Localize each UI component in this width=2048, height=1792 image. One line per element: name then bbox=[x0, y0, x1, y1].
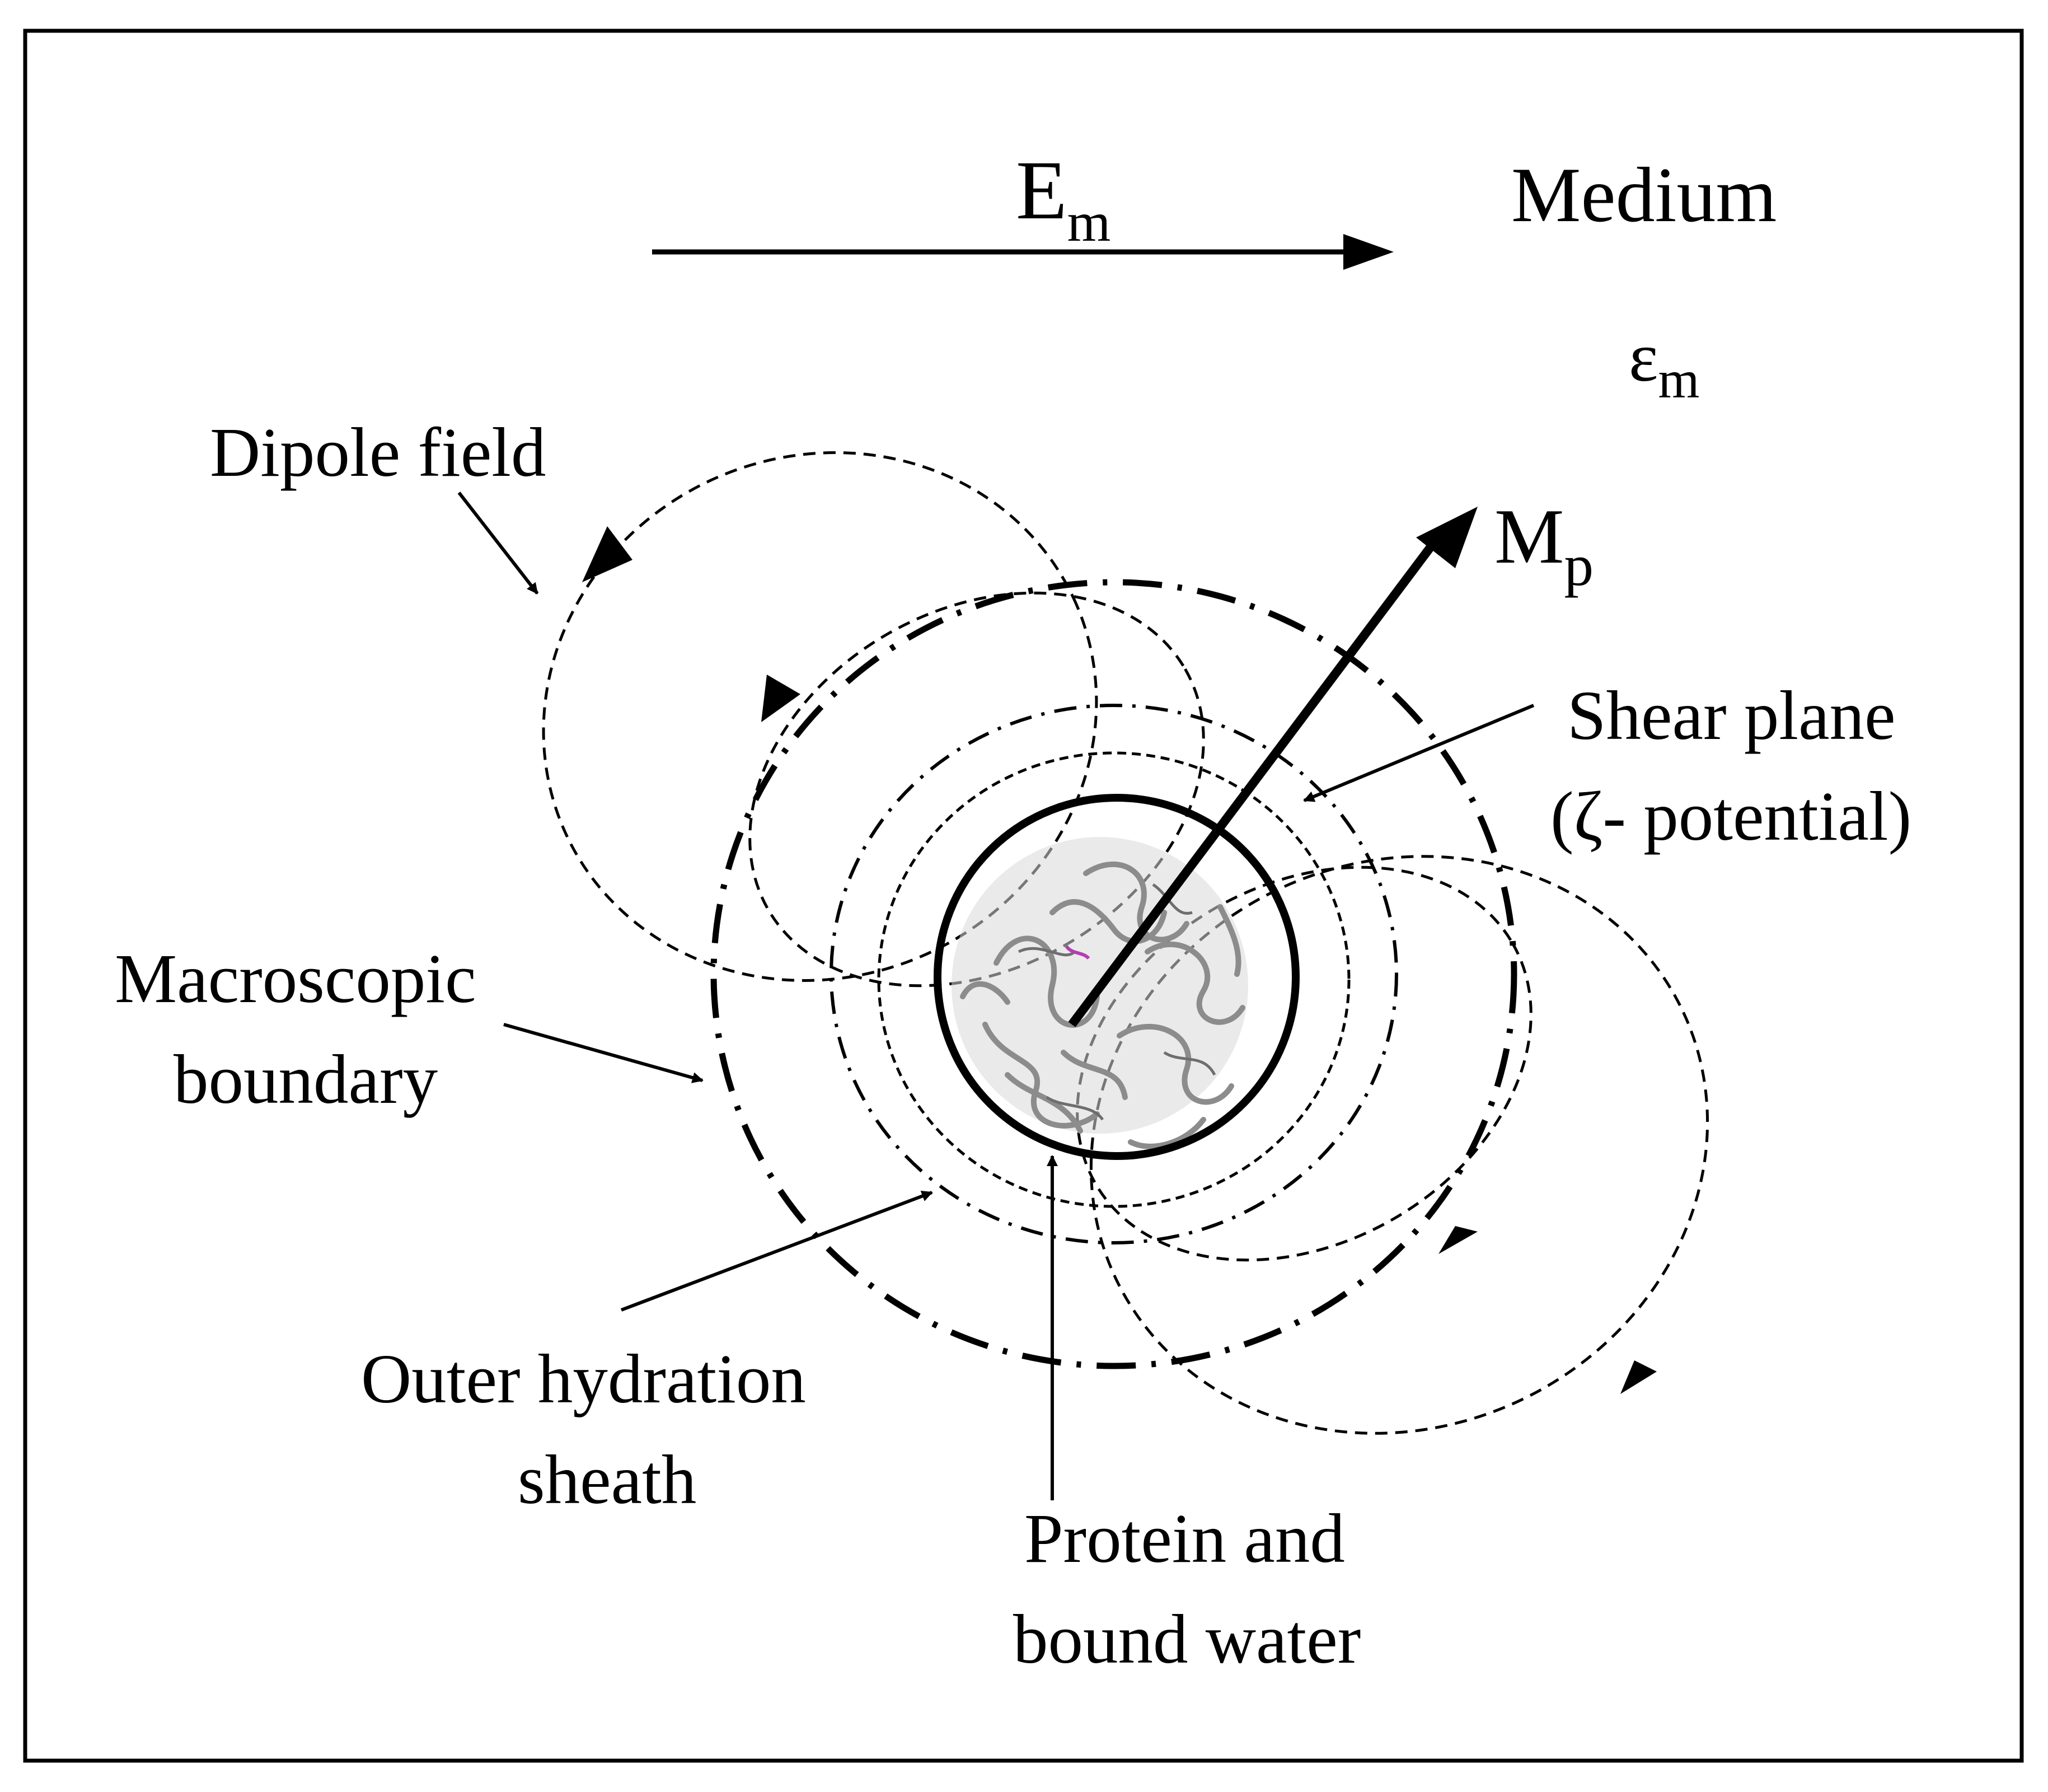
macroscopic-boundary bbox=[710, 579, 1517, 1369]
labels: Em Medium εm Dipole field Mp Shear plane… bbox=[115, 144, 1911, 1678]
protein-label-line1: Protein and bbox=[1024, 1500, 1345, 1578]
dipole-moment-subscript: p bbox=[1564, 532, 1594, 598]
protein-bound-water-boundary bbox=[934, 794, 1300, 1160]
dipole-moment-symbol: M bbox=[1494, 493, 1564, 580]
label-pointers bbox=[457, 492, 1535, 1500]
dipole-loop-lower-large bbox=[1089, 855, 1709, 1435]
dipole-moment-arrow bbox=[1068, 526, 1448, 1027]
protein-strands-dark bbox=[1018, 883, 1216, 1121]
protein-strands bbox=[960, 861, 1245, 1149]
ligand bbox=[1065, 945, 1090, 960]
dipole-loop-arrowheads bbox=[582, 526, 1657, 1394]
dipole-moment-label: Mp bbox=[1494, 493, 1594, 598]
medium-label: Medium bbox=[1511, 152, 1777, 238]
macroscopic-label-line2: boundary bbox=[174, 1041, 438, 1119]
outer-hydration-label-line1: Outer hydration bbox=[361, 1341, 806, 1418]
dipole-field-pointer bbox=[457, 492, 539, 595]
macroscopic-label-line1: Macroscopic bbox=[115, 941, 476, 1018]
dipole-arrowhead-upper-large bbox=[582, 526, 632, 582]
shear-plane-label-line2: (ζ- potential) bbox=[1550, 778, 1911, 855]
outer-hydration-pointer bbox=[620, 1191, 933, 1312]
permittivity-symbol: ε bbox=[1629, 319, 1658, 396]
outer-hydration-label-line2: sheath bbox=[518, 1442, 696, 1519]
dipole-field-label: Dipole field bbox=[210, 414, 546, 492]
applied-field-symbol: E bbox=[1016, 144, 1067, 237]
figure-frame bbox=[23, 29, 2024, 1763]
dipole-moment-arrowhead bbox=[1416, 507, 1478, 568]
dipole-arrowhead-lower-large bbox=[1620, 1360, 1657, 1394]
applied-field-subscript: m bbox=[1067, 191, 1111, 253]
dipole-loop-upper-large bbox=[542, 451, 1098, 982]
outer-hydration-sheath bbox=[829, 704, 1398, 1244]
shear-plane-label-line1: Shear plane bbox=[1567, 677, 1896, 755]
applied-field-arrowhead bbox=[1343, 234, 1394, 270]
shear-plane-pointer bbox=[1303, 704, 1535, 802]
shear-plane bbox=[877, 751, 1351, 1208]
permittivity-label: εm bbox=[1629, 319, 1699, 409]
protein-label-line2: bound water bbox=[1013, 1601, 1361, 1678]
dipole-arrowhead-lower-small bbox=[1438, 1226, 1478, 1254]
dipole-arrowhead-upper-small bbox=[761, 675, 800, 722]
applied-field-label: Em bbox=[1016, 144, 1110, 253]
permittivity-subscript: m bbox=[1658, 350, 1700, 409]
macroscopic-pointer bbox=[503, 1023, 704, 1083]
